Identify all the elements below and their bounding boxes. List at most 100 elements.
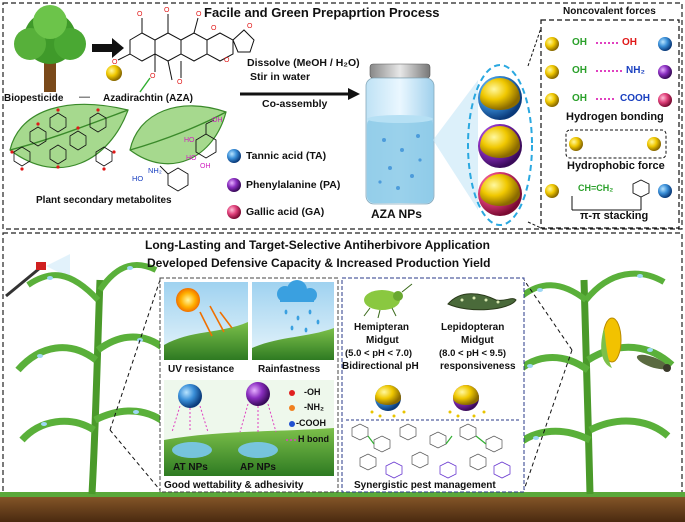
pest-molecules bbox=[351, 423, 503, 471]
legend-ga-label: Gallic acid (GA) bbox=[246, 206, 325, 218]
pest-box bbox=[341, 277, 525, 493]
process-title: Facile and Green Prepaprtion Process bbox=[204, 5, 440, 20]
at-np-droplet bbox=[172, 442, 212, 458]
force-row-3-right: COOH bbox=[620, 93, 650, 104]
phenylalanine-structure bbox=[159, 165, 189, 192]
pa-nh2-label: NH₂ bbox=[148, 166, 162, 175]
gallic-acid-structure bbox=[195, 119, 217, 159]
svg-text:O: O bbox=[150, 73, 156, 80]
legend-nh2-dot bbox=[289, 405, 295, 411]
wettability-label: Good wettability & adhesivity bbox=[164, 480, 304, 491]
hemipteran-ph-label: (5.0 < pH < 7.0) bbox=[345, 348, 413, 359]
cloud-icon bbox=[277, 280, 317, 302]
biopesticide-label: Biopesticide bbox=[4, 93, 64, 104]
coassembly-label: Co-assembly bbox=[262, 98, 328, 110]
aza-sphere-icon bbox=[106, 65, 122, 81]
svg-text:O: O bbox=[224, 57, 230, 64]
pa-ho-label: HO bbox=[132, 174, 144, 183]
hemipteran-label: Hemipteran bbox=[354, 322, 410, 333]
azadirachtin-oxygens: O O O O O O O O O bbox=[112, 7, 253, 86]
caterpillar-icon bbox=[636, 354, 671, 372]
at-np-sphere bbox=[178, 384, 202, 408]
ta-sphere-icon bbox=[227, 149, 241, 163]
np-release-right bbox=[448, 385, 486, 418]
force-row-1-right: OH bbox=[622, 37, 637, 48]
pipi-row bbox=[545, 179, 672, 211]
synergistic-label: Synergistic pest management bbox=[354, 480, 496, 491]
svg-text:OH: OH bbox=[212, 117, 223, 124]
rain-leaf bbox=[252, 328, 334, 360]
svg-text:O: O bbox=[211, 25, 217, 32]
corn-plant-right bbox=[509, 270, 675, 495]
uv-resistance-label: UV resistance bbox=[168, 364, 235, 375]
azadirachtin-structure bbox=[117, 14, 255, 81]
hydrophobic-label: Hydrophobic force bbox=[567, 160, 665, 172]
svg-text:O: O bbox=[164, 7, 170, 14]
force-row-2 bbox=[545, 65, 672, 79]
tree-icon bbox=[14, 5, 86, 92]
application-subtitle: Developed Defensive Capacity & Increased… bbox=[147, 256, 491, 270]
legend-oh-dot bbox=[289, 390, 295, 396]
leaf-right bbox=[129, 105, 227, 165]
lepidopteran-ph-label: (8.0 < pH < 9.5) bbox=[439, 348, 507, 359]
ga-sphere-icon bbox=[227, 205, 241, 219]
svg-text:HO: HO bbox=[184, 137, 195, 144]
legend-pa-label: Phenylalanine (PA) bbox=[246, 179, 341, 191]
hydrophobic-sphere-right bbox=[647, 137, 661, 151]
connector-right-top bbox=[523, 279, 573, 351]
lepidopteran-midgut-label: Midgut bbox=[461, 335, 494, 346]
np-release-left bbox=[370, 385, 406, 418]
bidirectional-ph-label: Bidirectional pH bbox=[342, 361, 419, 372]
np-pa bbox=[478, 124, 522, 168]
svg-text:O: O bbox=[177, 79, 183, 86]
corn-cob-icon bbox=[601, 317, 622, 368]
tannic-acid-oxygens bbox=[10, 108, 116, 171]
hydrogen-bonding-label: Hydrogen bonding bbox=[566, 111, 664, 123]
legend-oh-label: -OH bbox=[304, 387, 321, 397]
legend-cooh-dot bbox=[289, 421, 295, 427]
force-row-2-right: NH₂ bbox=[626, 65, 645, 76]
azadirachtin-green-bond bbox=[139, 77, 151, 93]
grass-strip bbox=[0, 492, 685, 497]
force-row-1 bbox=[545, 37, 672, 51]
application-title: Long-Lasting and Target-Selective Antihe… bbox=[145, 238, 490, 252]
force-row-3-left: OH bbox=[572, 93, 587, 104]
np-ta bbox=[478, 76, 522, 120]
top-panel-border bbox=[2, 2, 683, 230]
process-arrow-head bbox=[348, 88, 360, 100]
force-row-3 bbox=[545, 93, 672, 107]
soil bbox=[0, 494, 685, 522]
forces-box bbox=[540, 19, 680, 229]
connector-left-top bbox=[109, 279, 161, 431]
lepidopteran-label: Lepidopteran bbox=[441, 322, 505, 333]
zoom-line-top bbox=[527, 27, 542, 67]
svg-text:O: O bbox=[137, 11, 143, 18]
caterpillar-lepidopteran-icon bbox=[447, 293, 517, 311]
azadirachtin-label: Azadirachtin (AZA) bbox=[103, 93, 193, 104]
ap-nps-label: AP NPs bbox=[240, 462, 276, 473]
svg-text:HO: HO bbox=[186, 155, 197, 162]
pipi-label: π-π stacking bbox=[580, 210, 649, 222]
svg-text:O: O bbox=[112, 59, 118, 66]
pest-molecules-purple bbox=[385, 461, 511, 479]
connector-left-bottom bbox=[109, 429, 161, 491]
zoom-cone bbox=[433, 80, 478, 210]
legend-ta-label: Tannic acid (TA) bbox=[246, 150, 327, 162]
zoom-line-bottom bbox=[527, 221, 542, 229]
np-zoom-ellipse bbox=[467, 64, 533, 226]
svg-text:O: O bbox=[247, 23, 253, 30]
tannic-acid-structure bbox=[13, 112, 113, 167]
hbond-lines bbox=[171, 403, 277, 433]
dissolve-label: Dissolve (MeOH / H₂O) bbox=[247, 57, 360, 69]
uv-leaf bbox=[164, 322, 248, 360]
stir-label: Stir in water bbox=[250, 71, 311, 83]
aza-nps-label: AZA NPs bbox=[371, 207, 422, 221]
force-row-2-left: OH bbox=[572, 65, 587, 76]
svg-text:O: O bbox=[196, 11, 202, 18]
legend-cooh-label: -COOH bbox=[296, 418, 326, 428]
ch-label: CH=CH₂ bbox=[578, 183, 614, 193]
arrow-tree-to-molecule bbox=[92, 38, 124, 58]
